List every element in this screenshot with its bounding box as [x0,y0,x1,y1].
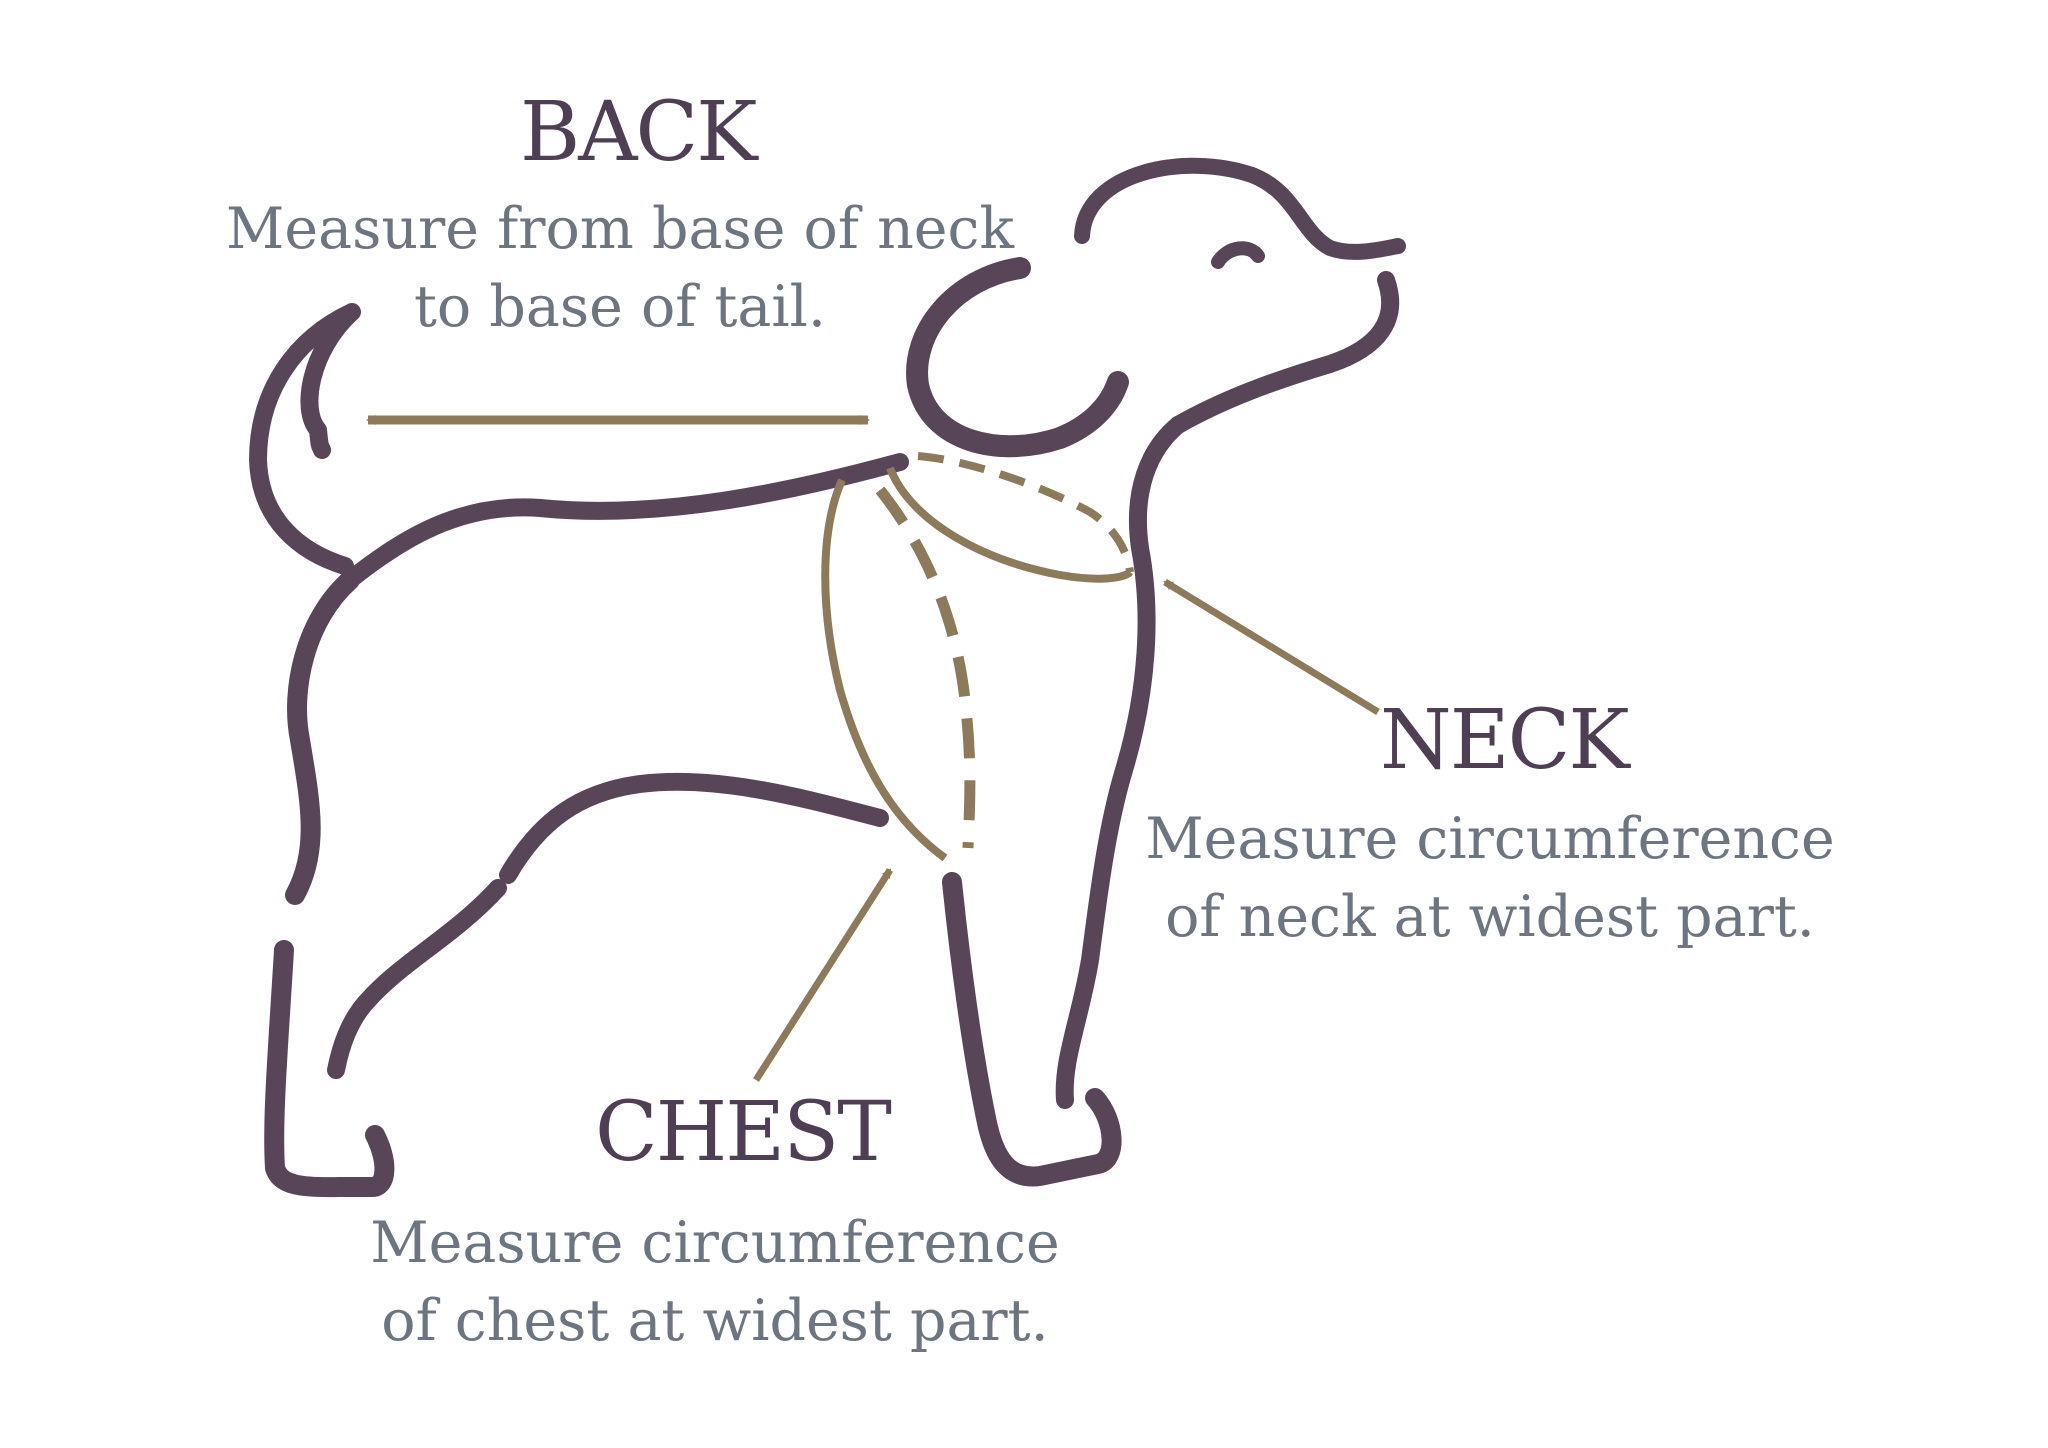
back-description: Measure from base of neck to base of tai… [200,190,1040,346]
dog-tail [249,303,361,575]
back-heading: BACK [520,85,757,180]
measurement-lines [366,415,1380,1082]
dog-hind-leg-back [264,940,395,1198]
neck-loop-dashed [917,452,1134,573]
chest-description-line-2: of chest at widest part. [381,1288,1049,1354]
dog-rump [285,570,360,905]
dog-silhouette-icon [249,157,1406,1198]
dog-back [341,453,909,589]
dog-belly [499,772,889,884]
chest-loop-dashed [875,486,976,849]
chest-pointer-arrow [753,868,893,1082]
dog-muzzle-underside [1169,271,1400,434]
chest-description-line-1: Measure circumference [370,1210,1060,1276]
back-description-line-1: Measure from base of neck [226,196,1014,262]
dog-hind-leg-front [327,879,507,1079]
neck-description-line-1: Measure circumference [1145,806,1835,872]
dog-head-top [1074,157,1406,260]
neck-pointer-arrow [1163,579,1380,715]
dog-eye [1211,241,1265,269]
dog-front-leg-back [942,872,1122,1187]
neck-heading: NECK [1380,693,1630,788]
neck-loop-solid [886,466,1134,583]
back-description-line-2: to base of tail. [414,274,826,340]
chest-heading: CHEST [595,1085,892,1180]
chest-loop-solid [821,478,948,862]
dog-neck-front [1055,416,1187,1109]
neck-description: Measure circumference of neck at widest … [1135,800,1845,956]
neck-description-line-2: of neck at widest part. [1165,884,1815,950]
dog-ear [906,257,1129,458]
chest-description: Measure circumference of chest at widest… [360,1204,1070,1360]
